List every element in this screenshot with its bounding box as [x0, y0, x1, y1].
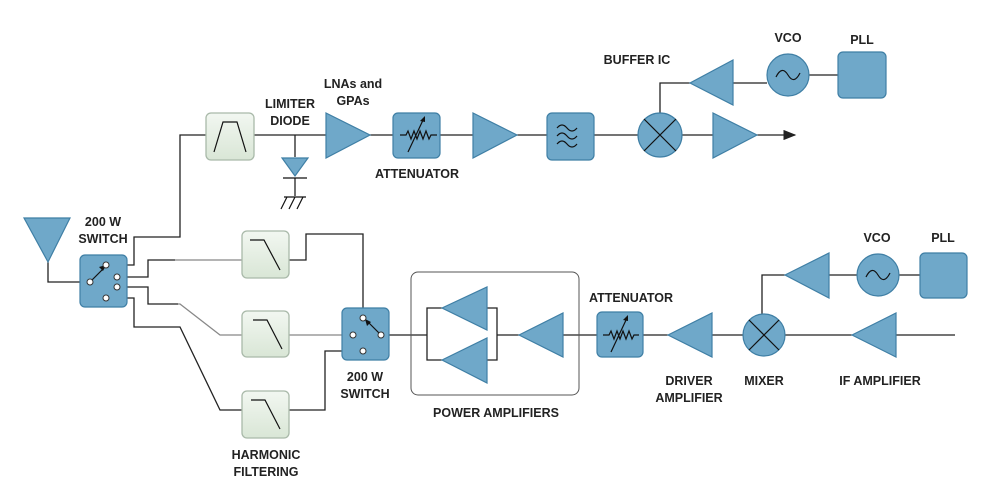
- label-vco-rx: VCO: [774, 31, 801, 45]
- tx-wires: [47, 233, 955, 411]
- antenna-icon: [22, 217, 71, 264]
- lo-amplifier: [783, 252, 830, 299]
- label-filtering: FILTERING: [233, 465, 298, 479]
- label-power-amplifiers: POWER AMPLIFIERS: [433, 406, 559, 420]
- driver-amplifier: [666, 312, 713, 358]
- label-if-amplifier: IF AMPLIFIER: [839, 374, 920, 388]
- label-gpas: GPAs: [336, 94, 369, 108]
- mixer-tx: [742, 313, 786, 357]
- vco-rx: [766, 53, 810, 97]
- label-mixer: MIXER: [744, 374, 784, 388]
- label-buffer-ic: BUFFER IC: [604, 53, 671, 67]
- label-pll-rx: PLL: [850, 33, 874, 47]
- label-lnas: LNAs and: [324, 77, 382, 91]
- label-attenuator-tx: ATTENUATOR: [589, 291, 673, 305]
- label-switch1-b: SWITCH: [78, 232, 127, 246]
- label-pll-tx: PLL: [931, 231, 955, 245]
- harmonic-lowpass-filters: [241, 230, 290, 439]
- filter-bank-icon: [546, 112, 595, 161]
- label-switch1: 200 W: [85, 215, 121, 229]
- label-harmonic: HARMONIC: [232, 448, 301, 462]
- if-amplifier: [850, 312, 897, 358]
- limiter-diode-icon: [280, 157, 310, 210]
- vco-tx: [856, 253, 900, 297]
- rx-wires: [106, 74, 838, 266]
- amplifier-rx-output: [712, 112, 759, 159]
- label-diode: DIODE: [270, 114, 310, 128]
- label-limiter: LIMITER: [265, 97, 315, 111]
- lna-amplifier: [325, 112, 372, 159]
- bandpass-filter: [205, 112, 255, 161]
- label-driver-amplifier: AMPLIFIER: [655, 391, 722, 405]
- pll-tx: [919, 252, 968, 299]
- pll-rx: [837, 51, 887, 99]
- switch-200w-2: [341, 307, 390, 361]
- label-switch2-b: SWITCH: [340, 387, 389, 401]
- label-attenuator-rx: ATTENUATOR: [375, 167, 459, 181]
- label-switch2: 200 W: [347, 370, 383, 384]
- amplifier-rx: [472, 112, 519, 159]
- buffer-ic: [688, 58, 734, 106]
- label-driver: DRIVER: [665, 374, 712, 388]
- attenuator-rx: [392, 112, 441, 159]
- attenuator-tx: [596, 311, 644, 358]
- power-amplifiers: [410, 271, 580, 396]
- switch-200w-1: [79, 254, 128, 308]
- label-vco-tx: VCO: [863, 231, 890, 245]
- mixer-rx: [637, 112, 683, 158]
